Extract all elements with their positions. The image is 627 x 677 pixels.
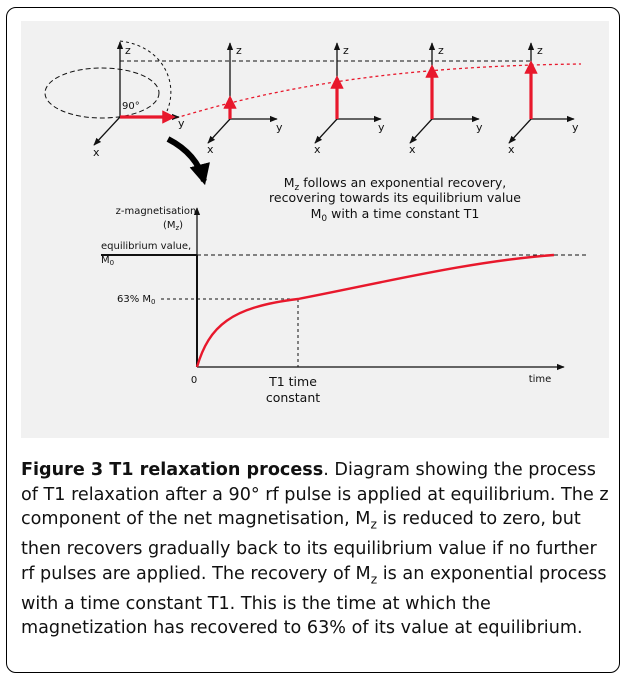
flip-angle-arc: [119, 40, 172, 112]
recovery-trajectory-line: [175, 63, 582, 119]
caption-text-3: is an exponential process with a time co…: [21, 563, 607, 639]
axis-set-2: z y x: [207, 42, 283, 156]
svg-text:y: y: [378, 121, 385, 134]
time-label: time: [529, 374, 552, 385]
svg-text:y: y: [572, 121, 579, 134]
svg-text:x: x: [93, 146, 100, 159]
t1-label-line2: constant: [266, 390, 320, 405]
transition-arrow: [166, 136, 210, 186]
svg-text:x: x: [409, 143, 416, 156]
svg-text:x: x: [314, 143, 321, 156]
svg-text:z: z: [236, 44, 242, 57]
recovery-note-line1: Mz follows an exponential recovery,: [284, 175, 507, 193]
axis-set-4: z y x: [409, 42, 483, 156]
svg-text:z: z: [343, 44, 349, 57]
svg-text:y: y: [276, 121, 283, 134]
axis-set-1: z y x 90°: [93, 41, 185, 159]
equilibrium-label-line2: M0: [101, 255, 114, 267]
recovery-note-line3: M0 with a time constant T1: [311, 206, 480, 224]
origin-label: 0: [191, 375, 197, 386]
svg-text:y: y: [476, 121, 483, 134]
caption-sub-2: z: [370, 572, 378, 587]
caption-sub-1: z: [370, 517, 377, 532]
transverse-plane-ellipse: [44, 67, 160, 119]
caption-label: Figure 3 T1 relaxation process: [21, 460, 324, 480]
figure-caption: Figure 3 T1 relaxation process. Diagram …: [21, 458, 613, 641]
svg-text:z: z: [438, 44, 444, 57]
recovery-note-line2: recovering towards its equilibrium value: [269, 190, 521, 205]
svg-text:z: z: [537, 44, 543, 57]
recovery-curve: [195, 253, 555, 368]
caption-text-1: Diagram showing the process of T1 relaxa…: [21, 460, 609, 529]
flip-angle-label: 90°: [122, 101, 140, 112]
t1-relaxation-diagram: z y x 90° z y x z y x z y x: [44, 40, 586, 405]
axis-set-3: z y x: [314, 42, 385, 156]
y-axis-label-line2: (Mz): [163, 220, 183, 232]
t1-label-line1: T1 time: [268, 374, 317, 389]
svg-text:y: y: [178, 117, 185, 130]
svg-text:x: x: [508, 143, 515, 156]
svg-text:x: x: [207, 143, 214, 156]
svg-text:z: z: [125, 44, 131, 57]
axis-set-5: z y x: [508, 42, 579, 156]
caption-text-2: is reduced to zero, but then recovers gr…: [21, 509, 597, 584]
equilibrium-label-line1: equilibrium value,: [101, 241, 191, 252]
y-axis-label-line1: z-magnetisation: [116, 206, 197, 217]
pct-63-label: 63% M0: [117, 294, 156, 306]
figure-panel: z y x 90° z y x z y x z y x: [21, 21, 609, 438]
caption-period: .: [323, 460, 329, 480]
